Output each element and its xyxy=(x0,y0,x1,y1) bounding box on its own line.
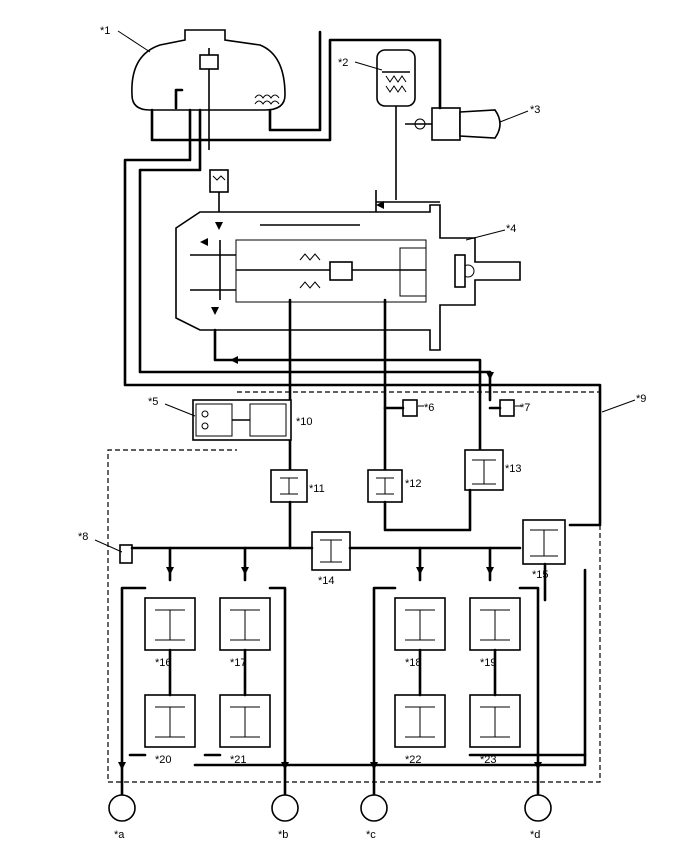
label-6: *6 xyxy=(424,402,434,414)
wheel-cylinders xyxy=(108,794,552,822)
valves-upper xyxy=(270,449,504,503)
label-10: *10 xyxy=(296,416,313,428)
label-c: *c xyxy=(366,829,376,841)
accumulator xyxy=(376,49,416,200)
sensors xyxy=(119,399,515,564)
label-8: *8 xyxy=(78,531,88,543)
label-a: *a xyxy=(114,829,125,841)
label-23: *23 xyxy=(480,754,497,766)
label-3: *3 xyxy=(530,104,540,116)
label-17: *17 xyxy=(230,657,247,669)
label-1: *1 xyxy=(100,25,110,37)
label-9: *9 xyxy=(636,393,646,405)
label-13: *13 xyxy=(505,463,522,475)
label-21: *21 xyxy=(230,754,247,766)
labels: *1 *2 *3 *4 *5 *6 *7 *8 *9 *10 *11 *12 *… xyxy=(78,25,646,841)
label-22: *22 xyxy=(405,754,422,766)
label-18: *18 xyxy=(405,657,422,669)
label-15: *15 xyxy=(532,569,549,581)
valve-5-10 xyxy=(192,399,292,441)
solenoid-valves xyxy=(144,597,521,748)
label-b: *b xyxy=(278,829,288,841)
label-7: *7 xyxy=(520,402,530,414)
flow-arrows xyxy=(118,201,542,770)
label-14: *14 xyxy=(318,575,335,587)
label-16: *16 xyxy=(155,657,172,669)
label-5: *5 xyxy=(148,396,158,408)
leader-lines xyxy=(94,30,636,553)
pump-motor xyxy=(405,107,501,141)
label-20: *20 xyxy=(155,754,172,766)
reservoir xyxy=(131,29,286,150)
master-cylinder-booster xyxy=(175,190,521,351)
label-12: *12 xyxy=(405,478,422,490)
label-d: *d xyxy=(530,829,540,841)
label-19: *19 xyxy=(480,657,497,669)
label-2: *2 xyxy=(338,57,348,69)
wheel-lines xyxy=(120,568,587,797)
label-11: *11 xyxy=(309,483,325,495)
label-4: *4 xyxy=(506,223,516,235)
valves-middle xyxy=(311,519,566,571)
